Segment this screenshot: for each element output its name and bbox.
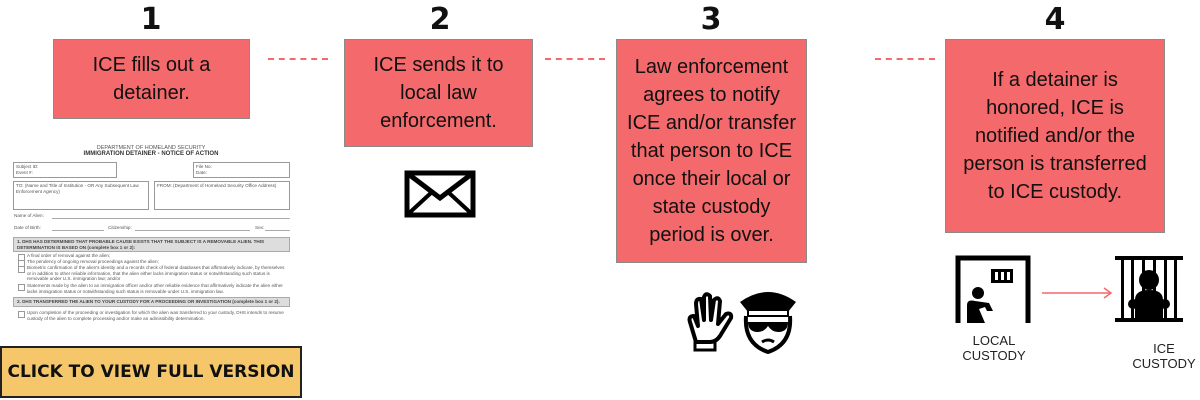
form-date: Date:	[196, 169, 207, 175]
envelope-icon	[404, 170, 476, 218]
form-section-1: 1. DHS HAS DETERMINED THAT PROBABLE CAUS…	[13, 237, 290, 253]
step-2-box: ICE sends it to local law enforcement.	[344, 39, 533, 147]
form-event: Event #:	[16, 169, 33, 175]
step-4-box: If a detainer is honored, ICE is notifie…	[945, 39, 1165, 233]
local-custody-label: LOCAL CUSTODY	[962, 333, 1026, 363]
form-option: A final order of removal against the ali…	[27, 253, 111, 258]
connector	[875, 58, 935, 60]
step-3-box: Law enforcement agrees to notify ICE and…	[616, 39, 807, 263]
form-subject-id: Subject ID:	[16, 164, 39, 169]
form-agency: DEPARTMENT OF HOMELAND SECURITY	[96, 145, 206, 151]
form-sex: Sex:	[255, 225, 265, 230]
step-2-number: 2	[429, 2, 451, 37]
form-option: Upon completion of the proceeding or inv…	[27, 310, 284, 321]
form-option: The pendency of ongoing removal proceedi…	[27, 259, 159, 264]
step-1-number: 1	[140, 2, 162, 37]
step-4-number: 4	[1044, 2, 1066, 37]
connector	[545, 58, 605, 60]
view-full-version-button[interactable]: CLICK TO VIEW FULL VERSION	[0, 346, 302, 398]
ice-custody-label: ICE CUSTODY	[1132, 341, 1196, 371]
prisoner-behind-bars-icon	[1115, 256, 1183, 322]
form-name: Name of Alien:	[14, 213, 44, 218]
stop-hand-icon	[687, 292, 734, 352]
connector	[268, 58, 328, 60]
form-from: FROM: (Department of Homeland Security O…	[154, 181, 290, 210]
form-citizenship: Citizenship:	[108, 225, 132, 230]
form-option: Biometric confirmation of the alien's id…	[27, 265, 285, 282]
form-file-no: File No:	[196, 164, 212, 169]
police-officer-icon	[740, 292, 796, 354]
form-title: IMMIGRATION DETAINER - NOTICE OF ACTION	[83, 150, 219, 157]
form-to: TO: (Name and Title of Institution - OR …	[13, 181, 149, 210]
step-3-number: 3	[700, 2, 722, 37]
transfer-arrow	[1042, 287, 1113, 299]
step-1-box: ICE fills out a detainer.	[53, 39, 250, 119]
form-option: Statements made by the alien to an immig…	[27, 283, 283, 294]
jail-cell-icon	[955, 255, 1031, 323]
form-section-2: 2. DHS TRANSFERRED THE ALIEN TO YOUR CUS…	[13, 297, 290, 307]
form-dob: Date of Birth:	[14, 225, 41, 230]
